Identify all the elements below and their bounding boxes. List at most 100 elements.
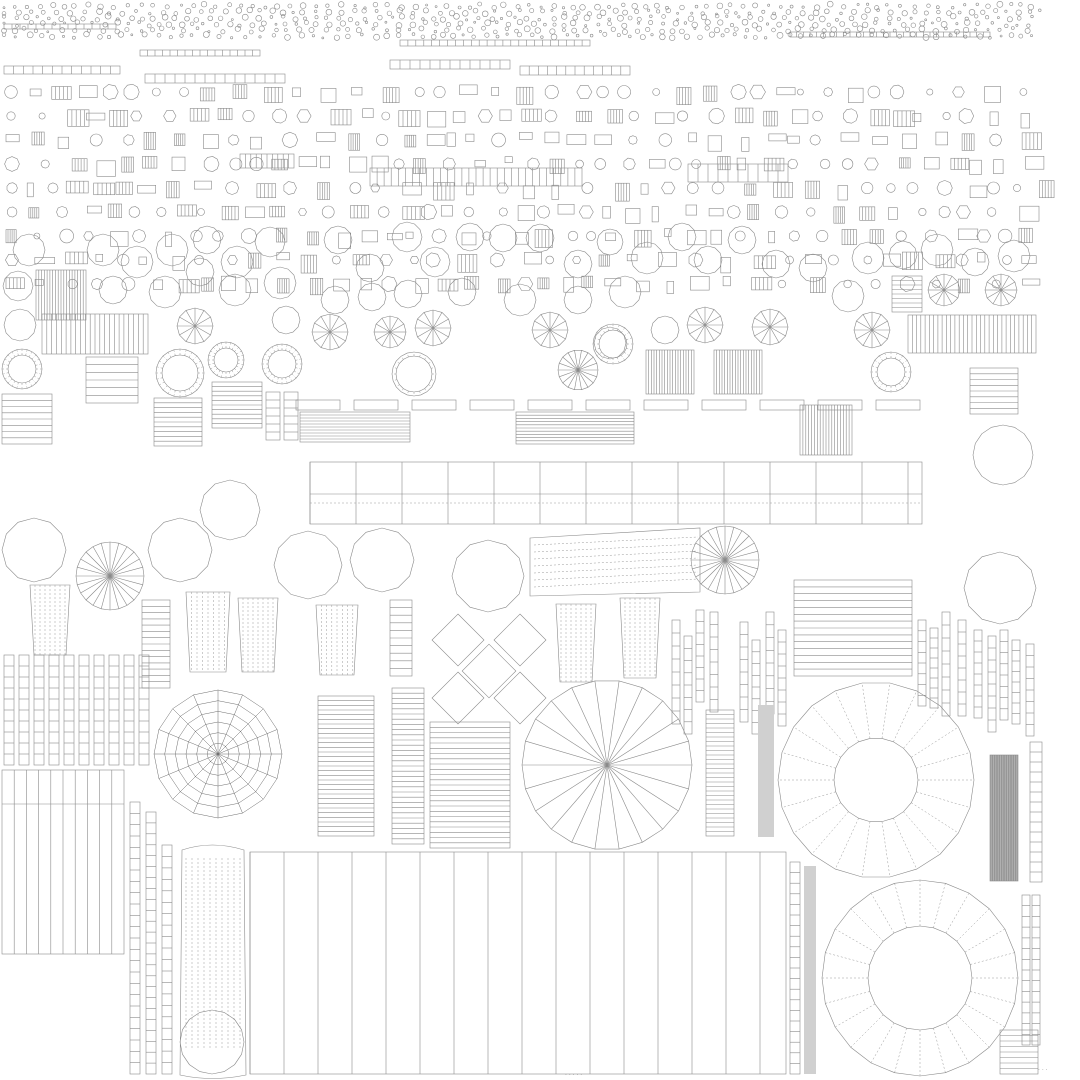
tiny-island [963,34,968,39]
ring-seam [898,383,904,389]
small-rect-island [29,88,42,97]
tiny-island [880,29,885,34]
tiny-island [1016,16,1022,21]
web-spoke [217,753,278,779]
small-circle-island [926,88,934,96]
polygon-island [623,157,636,171]
web-spoke [193,753,219,814]
tiny-island [227,21,234,28]
polygon-island [161,354,199,392]
tiny-island [683,33,690,40]
polygon-island [785,255,795,265]
tiny-island [752,35,758,40]
tiny-island [622,29,628,35]
small-rect-island [720,257,731,274]
small-rect-island [405,231,414,239]
web-spoke [172,708,219,755]
small-rect-island [338,232,352,249]
spoke-line [700,535,726,561]
strip-island [747,204,759,220]
small-rect-island [446,132,456,147]
tiny-island [561,23,567,29]
strip-island [537,277,550,290]
web-spoke [217,694,243,755]
spoke-line [551,764,608,830]
ring-seam [884,352,887,359]
strip-island [935,254,956,269]
tiny-island [433,30,438,34]
strip-island [753,255,776,269]
tiny-island [489,16,496,22]
tiny-island [407,28,411,32]
small-rect-island [636,280,650,293]
tiny-island [173,11,179,16]
spoke-line [871,329,882,346]
tiny-island [296,26,303,33]
ring-seam [878,355,884,361]
ring-seam [970,952,1015,965]
strip-island [773,182,793,198]
polygon-island [688,252,704,268]
polygon-island [381,275,398,293]
tiny-island [434,21,439,27]
tiny-island [864,7,871,14]
ring-seam [861,682,871,739]
small-circle-island [986,207,997,217]
polygon-island [997,239,1031,273]
drape-island [237,597,279,673]
small-rect-island [666,280,674,294]
tiny-island [848,15,855,21]
polygon-island [789,230,801,242]
tiny-island [46,30,50,34]
tiny-island [491,5,497,11]
small-circle-island [117,254,130,267]
tiny-island [964,16,969,21]
small-rect-island [360,278,372,291]
ring-seam [894,883,907,928]
tiny-island [72,28,78,34]
strip-island [178,279,200,294]
ring-seam [267,349,273,355]
tile-island [643,399,689,411]
ring-seam [213,347,218,352]
spoke-line [1000,275,1010,291]
tiny-island [963,26,970,33]
tiny-island [936,9,941,15]
tiny-island [140,16,145,22]
spoke-line [695,309,706,326]
tiny-island [955,22,959,26]
tiny-island [751,22,758,29]
polygon-island [503,283,537,317]
cylinder-seam [533,571,699,581]
spoke-line [856,320,873,331]
web-spoke [217,729,278,755]
ring-seam [31,378,37,384]
spoke-line [1000,289,1010,305]
tiny-island [362,17,368,22]
tiny-island [582,27,589,34]
tiny-island [336,27,341,32]
strip-island [841,229,857,246]
ring-seam [874,359,880,365]
small-rect-island [34,257,55,264]
tiny-island [550,8,554,12]
tiny-island [308,27,315,33]
spoke-line [724,559,755,578]
tiny-island [257,8,262,13]
tiny-island [868,27,875,34]
spoke-line [704,324,715,341]
polygon-island [421,203,438,221]
small-rect-island [1022,278,1041,286]
tiny-island [361,8,367,14]
ring-seam [393,379,397,382]
spoke-line [109,558,140,577]
strip-island [703,85,718,102]
strip-island [109,110,128,127]
spoke-line [381,317,391,333]
tiny-island [500,1,507,8]
tiny-island [505,32,509,36]
ring-seam [428,384,432,388]
spoke-line [760,326,771,343]
polygon-island [203,156,220,172]
small-rect-island [551,184,559,200]
